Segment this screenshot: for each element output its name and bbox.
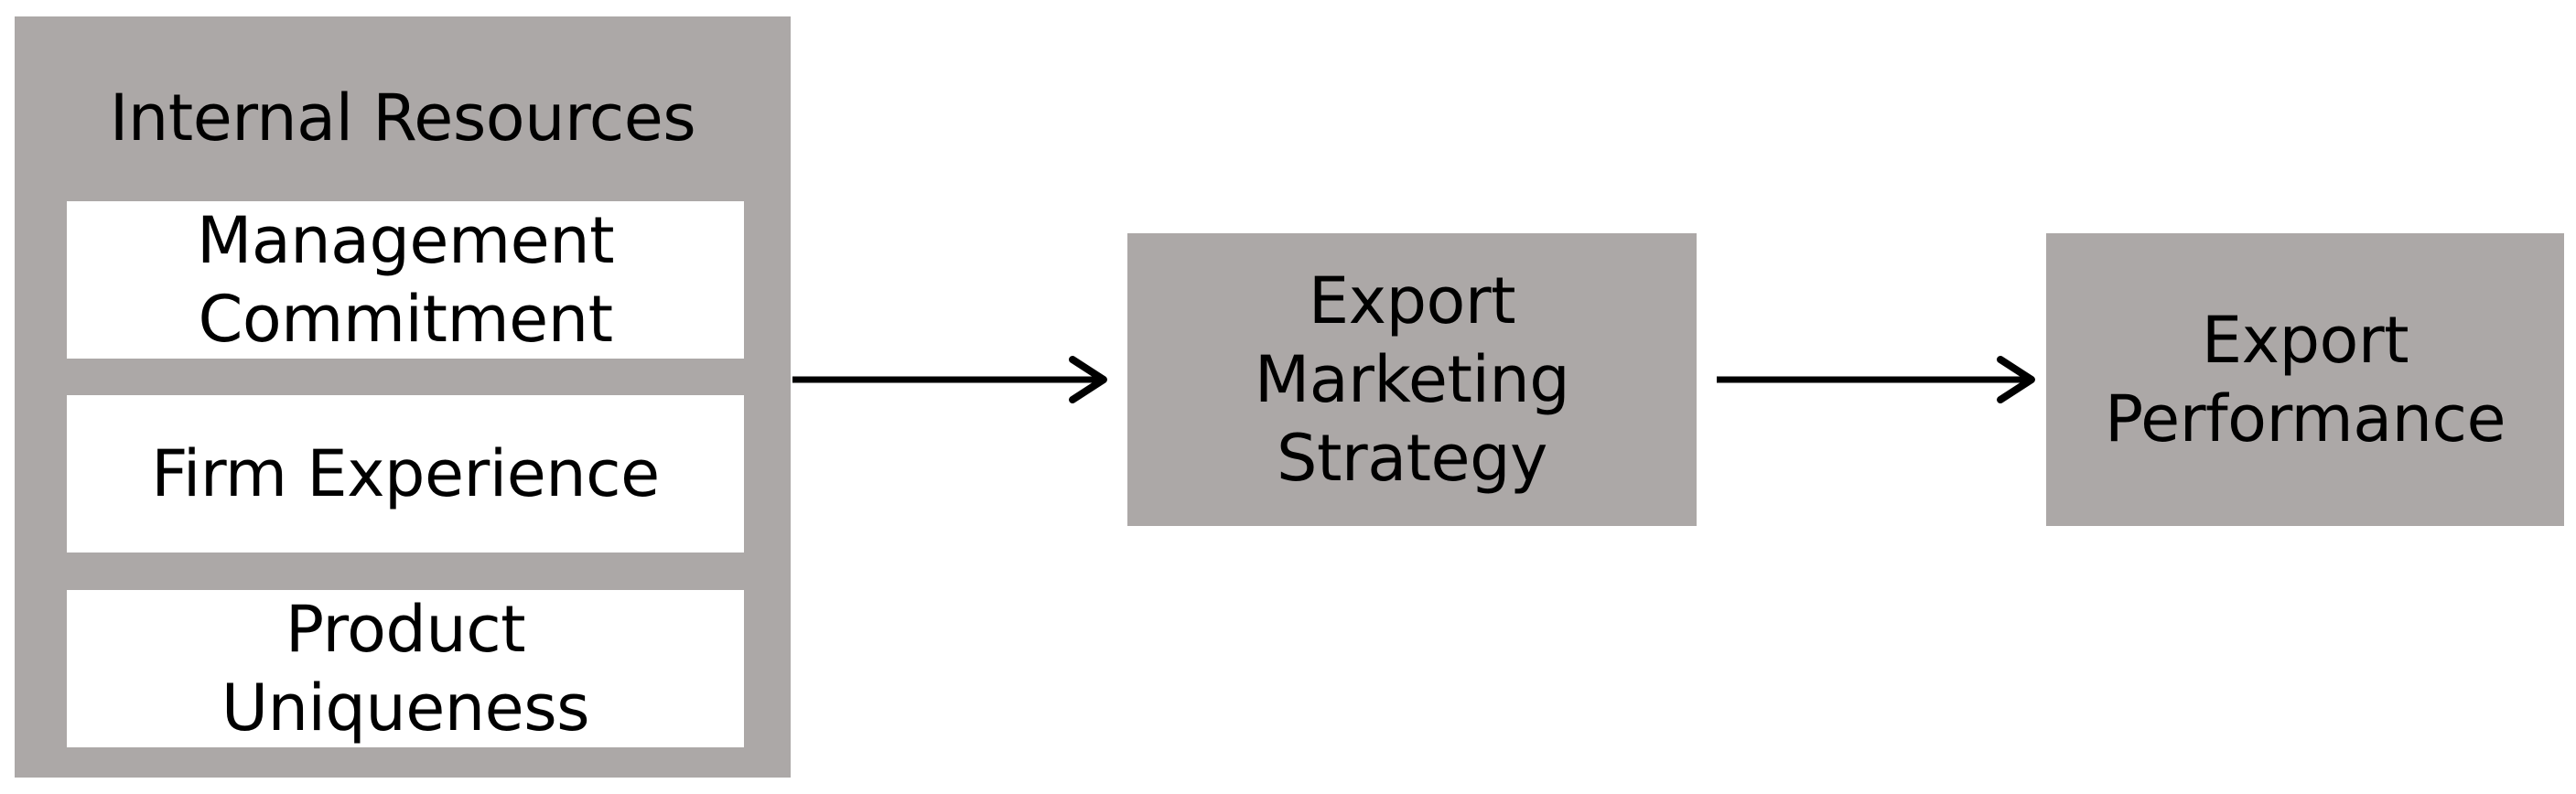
management-commitment-line-2: Commitment — [198, 282, 613, 357]
export-performance-box: Export Performance — [2046, 233, 2564, 526]
export-marketing-strategy-box: Export Marketing Strategy — [1127, 233, 1697, 526]
management-commitment-line-1: Management — [196, 203, 615, 278]
arrow-strategy-to-performance — [1717, 356, 2035, 403]
export-performance-line-2: Performance — [2104, 381, 2506, 456]
export-marketing-strategy-line-1: Export — [1308, 263, 1516, 338]
management-commitment-box: Management Commitment — [67, 201, 744, 359]
export-marketing-strategy-line-2: Marketing — [1254, 342, 1570, 417]
product-uniqueness-line-2: Uniqueness — [221, 671, 590, 746]
product-uniqueness-line-1: Product — [285, 592, 526, 667]
internal-resources-title-text: Internal Resources — [109, 80, 696, 156]
export-performance-line-1: Export — [2201, 303, 2409, 378]
arrow-resources-to-strategy — [792, 356, 1107, 403]
firm-experience-line-1: Firm Experience — [151, 436, 660, 511]
firm-experience-box: Firm Experience — [67, 395, 744, 553]
export-marketing-strategy-line-3: Strategy — [1277, 421, 1547, 496]
internal-resources-title: Internal Resources — [15, 79, 791, 157]
product-uniqueness-box: Product Uniqueness — [67, 590, 744, 747]
